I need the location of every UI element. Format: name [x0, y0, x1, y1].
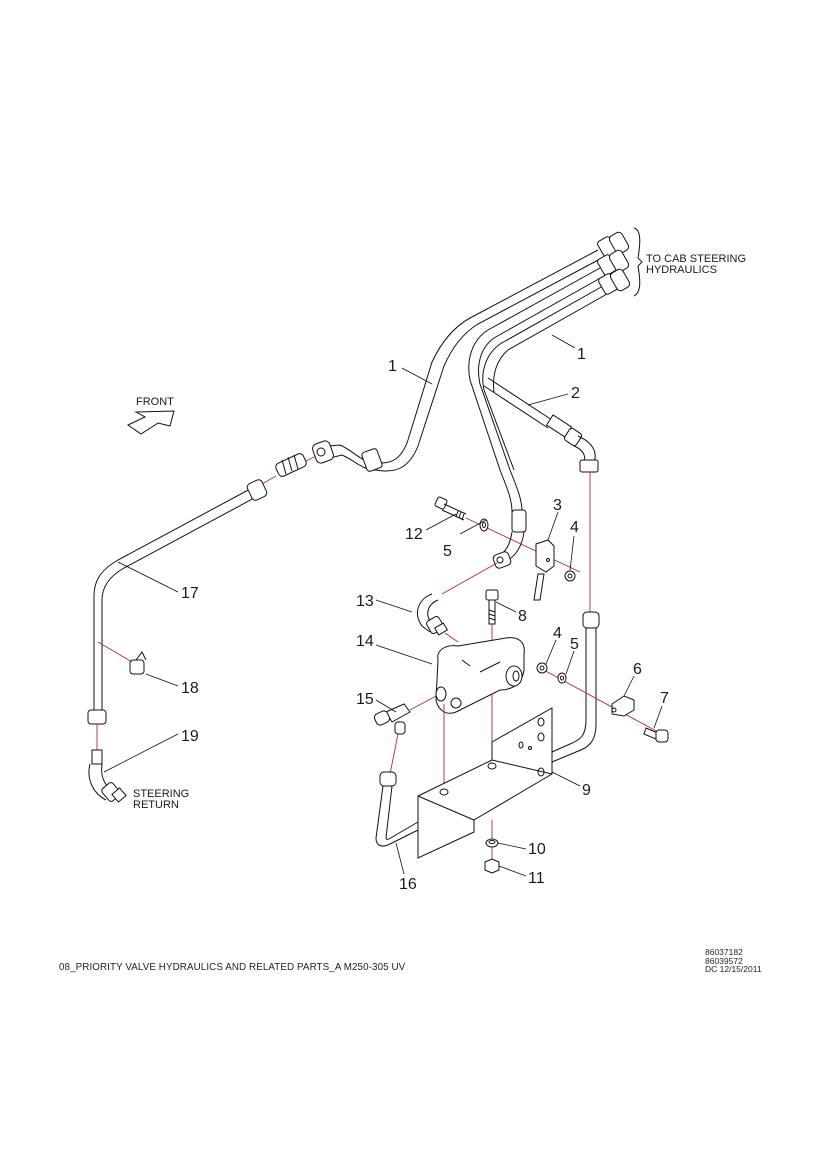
callout-14: 14 [356, 633, 374, 650]
clamp-block-3 [533, 539, 555, 601]
callout-4-upper: 4 [570, 519, 579, 536]
callout-8: 8 [518, 608, 527, 625]
callout-6: 6 [633, 661, 642, 678]
clamp-6 [611, 695, 635, 717]
callout-1-left: 1 [388, 358, 397, 375]
priority-valve-14 [435, 637, 525, 714]
callout-13: 13 [356, 593, 374, 610]
doc-id-1: 86037182 [705, 947, 743, 957]
note-to-cab-line1: TO CAB STEERING [646, 253, 746, 265]
callout-7: 7 [660, 690, 669, 707]
document-ids: 86037182 86039572 DC 12/15/2011 [705, 948, 762, 974]
callout-5-lower: 5 [570, 636, 579, 653]
hose-fitting-middle [597, 249, 630, 276]
callout-12: 12 [405, 526, 423, 543]
hose-fitting-top [597, 231, 630, 258]
callout-5-upper: 5 [443, 543, 452, 560]
callout-18: 18 [181, 680, 199, 697]
tee-fitting-15 [373, 703, 411, 735]
note-front: FRONT [136, 396, 174, 408]
callout-19: 19 [181, 728, 199, 745]
bracket-9 [417, 707, 553, 859]
callout-3: 3 [553, 497, 562, 514]
doc-date: DC 12/15/2011 [705, 964, 762, 975]
brace [633, 227, 643, 297]
leader-lines [103, 334, 663, 877]
nut-4-upper [564, 570, 576, 582]
callout-11: 11 [528, 870, 545, 887]
tube-16 [375, 771, 419, 847]
washer-5-lower [557, 672, 567, 684]
note-steering-return-line2: RETURN [133, 799, 179, 811]
doc-id-2: 86039572 [705, 955, 743, 966]
tube-17 [87, 479, 268, 752]
tube-right [551, 611, 600, 763]
note-to-cab-line2: HYDRAULICS [646, 264, 717, 276]
nut-11 [484, 858, 500, 874]
callout-labels: 1 1 2 3 4 4 5 5 6 7 8 9 10 11 12 13 14 1… [181, 346, 669, 893]
hose-assembly-1 [371, 227, 643, 513]
callout-16: 16 [399, 876, 417, 893]
front-arrow [127, 410, 175, 435]
nut-4-lower [536, 662, 548, 674]
hose-fitting-bottom [598, 268, 631, 295]
hose-1-left-end [261, 440, 383, 485]
callout-4-lower: 4 [553, 625, 562, 642]
callout-15: 15 [356, 691, 374, 708]
bolt-8 [485, 589, 499, 625]
callout-17: 17 [181, 585, 199, 602]
clamp-18 [97, 641, 147, 675]
coupler [275, 453, 307, 477]
callout-1-right: 1 [577, 346, 586, 363]
diagram-title: 08_PRIORITY VALVE HYDRAULICS AND RELATED… [59, 962, 406, 973]
callout-10: 10 [528, 841, 546, 858]
bolt-7 [643, 727, 669, 743]
hose-2 [483, 377, 599, 614]
washer-10 [485, 838, 499, 848]
callout-9: 9 [582, 782, 591, 799]
hose-fitting-clamp [492, 509, 527, 569]
elbow-19 [88, 749, 127, 803]
note-steering-return-line1: STEERING [133, 788, 189, 800]
elbow-13 [417, 593, 449, 636]
bolt-12 [434, 496, 467, 521]
callout-2: 2 [571, 385, 580, 402]
